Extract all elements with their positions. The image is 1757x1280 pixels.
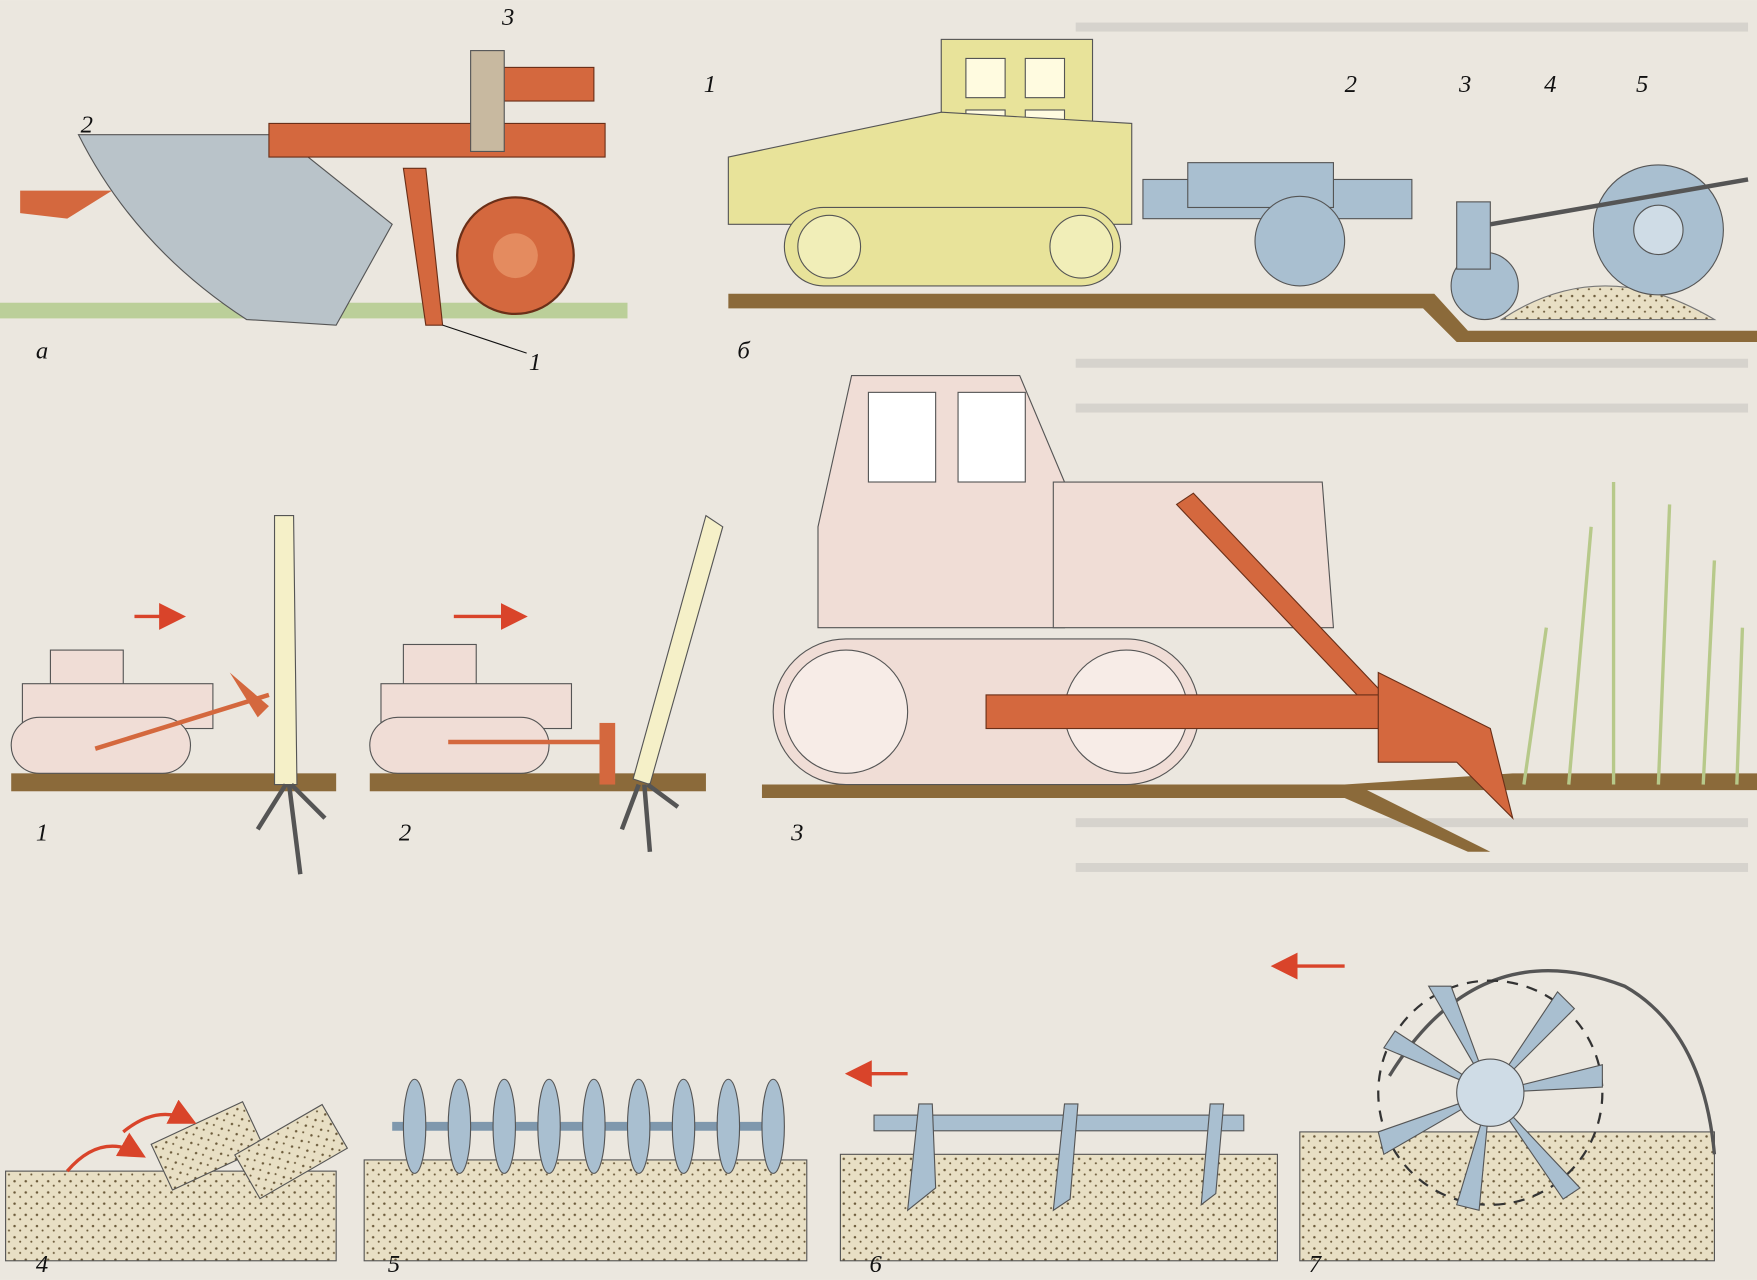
panel-4-soil-turning: 4: [5, 1099, 349, 1278]
callout-b-3: 3: [1458, 71, 1471, 98]
panel-label-3: 3: [790, 820, 803, 847]
panel-3-bulldozer-rooter: 3: [761, 374, 1757, 852]
callout-b-1: 1: [704, 71, 716, 98]
callout-b-2: 2: [1345, 71, 1357, 98]
callout-3: 3: [501, 4, 514, 31]
panel-2-uprooting: 2: [369, 514, 724, 852]
callout-b-4: 4: [1544, 71, 1556, 98]
panel-7-rotary-tiller: 7: [1270, 952, 1717, 1278]
moldboard: [77, 134, 393, 326]
panel-label-1: 1: [36, 820, 48, 847]
panel-6-cultivator: 6: [839, 1060, 1278, 1278]
cab: [817, 374, 1066, 629]
callout-b-5: 5: [1636, 71, 1648, 98]
panel-a-plough: 2 3 1 а: [0, 4, 628, 376]
panel-label-a: а: [36, 338, 48, 365]
tree-trunk: [273, 515, 298, 786]
callout-2: 2: [81, 111, 93, 138]
beam: [20, 190, 113, 219]
rooter-blade: [1377, 671, 1514, 820]
push-frame: [985, 694, 1391, 730]
panel-b-tractor-train: 1 2 3 4 5 б: [704, 38, 1757, 365]
panel-label-7: 7: [1309, 1251, 1323, 1278]
panel-label-5: 5: [388, 1251, 400, 1278]
panel-label-2: 2: [399, 820, 411, 847]
callout-1: 1: [529, 349, 541, 376]
panel-label-4: 4: [36, 1251, 48, 1278]
panel-label-b: б: [737, 338, 751, 365]
shrubs: [1522, 482, 1745, 785]
track: [783, 206, 1122, 287]
panel-label-6: 6: [870, 1251, 883, 1278]
discs: [402, 1078, 785, 1174]
panel-1-uprooting: 1: [10, 515, 337, 875]
panel-5-disc-harrow: 5: [363, 1078, 808, 1278]
